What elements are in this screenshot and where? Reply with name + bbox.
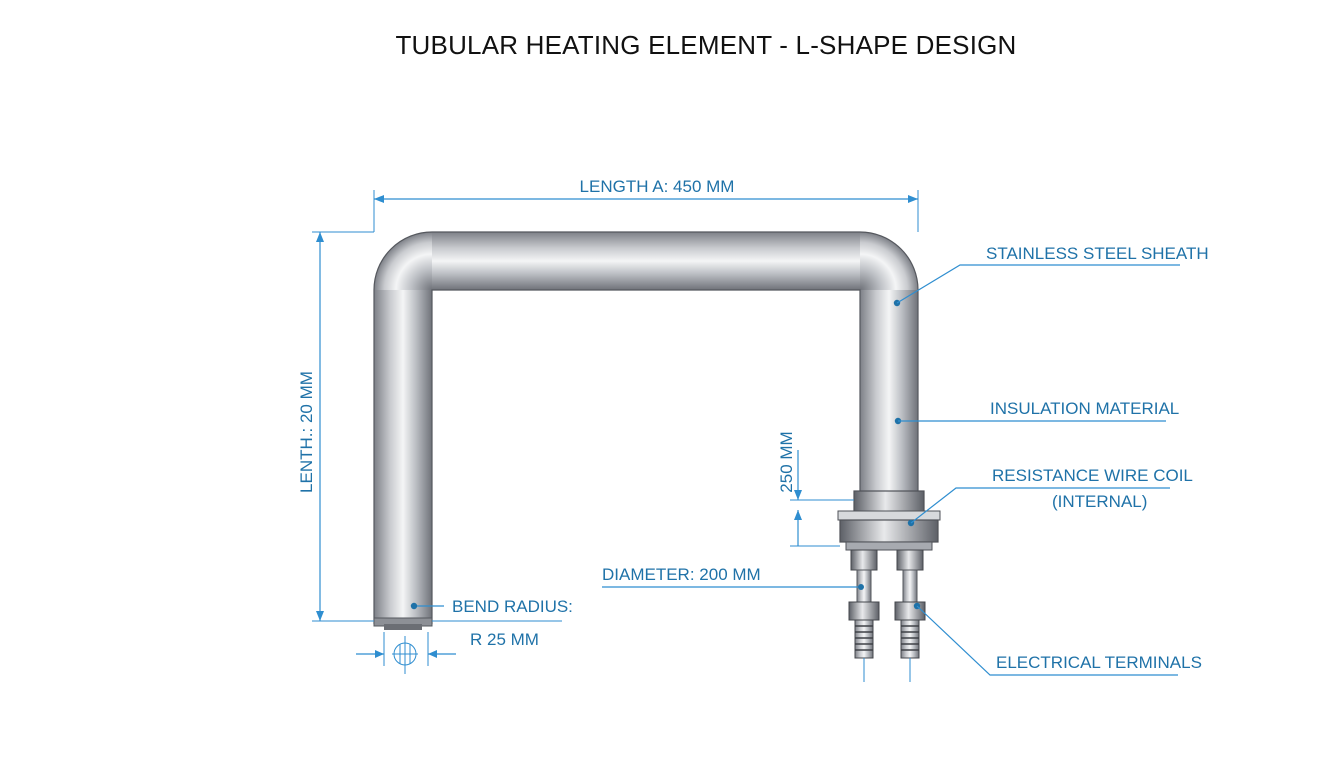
sheath-label: STAINLESS STEEL SHEATH bbox=[986, 244, 1209, 263]
terminal-fitting bbox=[837, 490, 941, 551]
length-b-label: LENTH.: 20 MM bbox=[297, 371, 316, 493]
callout-insulation: INSULATION MATERIAL bbox=[894, 399, 1179, 425]
dimension-length-a: LENGTH A: 450 MM bbox=[373, 177, 919, 232]
electrical-terminal-left bbox=[848, 549, 880, 659]
terminal-length-label: 250 MM bbox=[777, 431, 796, 492]
left-leg bbox=[374, 290, 432, 624]
diagram-title: TUBULAR HEATING ELEMENT - L-SHAPE DESIGN bbox=[395, 30, 1016, 60]
electrical-terminal-right bbox=[894, 549, 926, 659]
end-cap bbox=[384, 624, 422, 630]
dimension-bend-radius: BEND RADIUS: R 25 MM bbox=[356, 597, 573, 674]
top-span bbox=[432, 232, 860, 290]
callout-sheath: STAINLESS STEEL SHEATH bbox=[893, 244, 1209, 307]
bend-radius-label: BEND RADIUS: bbox=[452, 597, 573, 616]
insulation-label: INSULATION MATERIAL bbox=[990, 399, 1179, 418]
length-a-label: LENGTH A: 450 MM bbox=[580, 177, 735, 196]
bend-radius-value: R 25 MM bbox=[470, 630, 539, 649]
left-bend bbox=[374, 232, 432, 290]
diameter-label: DIAMETER: 200 MM bbox=[602, 565, 761, 584]
dimension-length-b: LENTH.: 20 MM bbox=[297, 231, 374, 622]
coil-label-line1: RESISTANCE WIRE COIL bbox=[992, 466, 1193, 485]
callout-coil: RESISTANCE WIRE COIL (INTERNAL) bbox=[907, 466, 1193, 527]
callout-terminals: ELECTRICAL TERMINALS bbox=[913, 602, 1202, 676]
right-bend bbox=[860, 232, 918, 290]
terminals-label: ELECTRICAL TERMINALS bbox=[996, 653, 1202, 672]
right-leg bbox=[860, 290, 918, 493]
dimension-terminal-length: 250 MM bbox=[777, 431, 854, 547]
dimension-diameter: DIAMETER: 200 MM bbox=[602, 565, 864, 590]
coil-label-line2: (INTERNAL) bbox=[1052, 492, 1147, 511]
heating-tube bbox=[373, 231, 919, 630]
